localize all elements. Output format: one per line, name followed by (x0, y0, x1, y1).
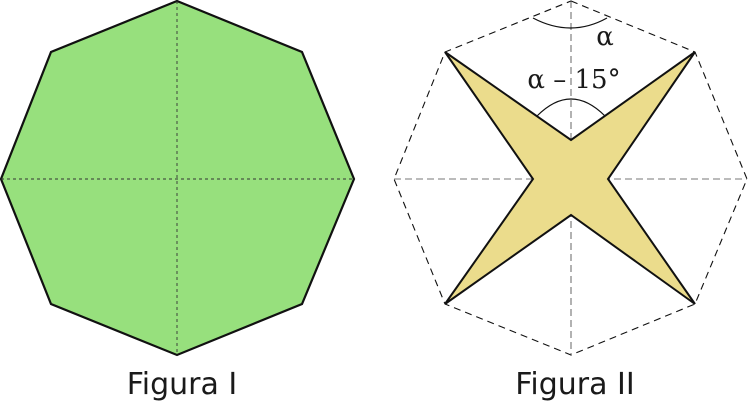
angle-alpha-minus-15-label: α – 15° (527, 65, 620, 95)
figure-2-caption: Figura II (515, 367, 634, 402)
figure-1-caption: Figura I (127, 367, 238, 402)
angle-arc-top (532, 17, 608, 29)
yellow-four-point-star (444, 51, 696, 305)
angle-arc-inner (536, 98, 606, 117)
green-octagon (0, 0, 356, 357)
figure-1: Figura I (0, 0, 356, 402)
figure-2: α α – 15° Figura II (393, 0, 748, 402)
angle-alpha-label: α (596, 22, 614, 52)
